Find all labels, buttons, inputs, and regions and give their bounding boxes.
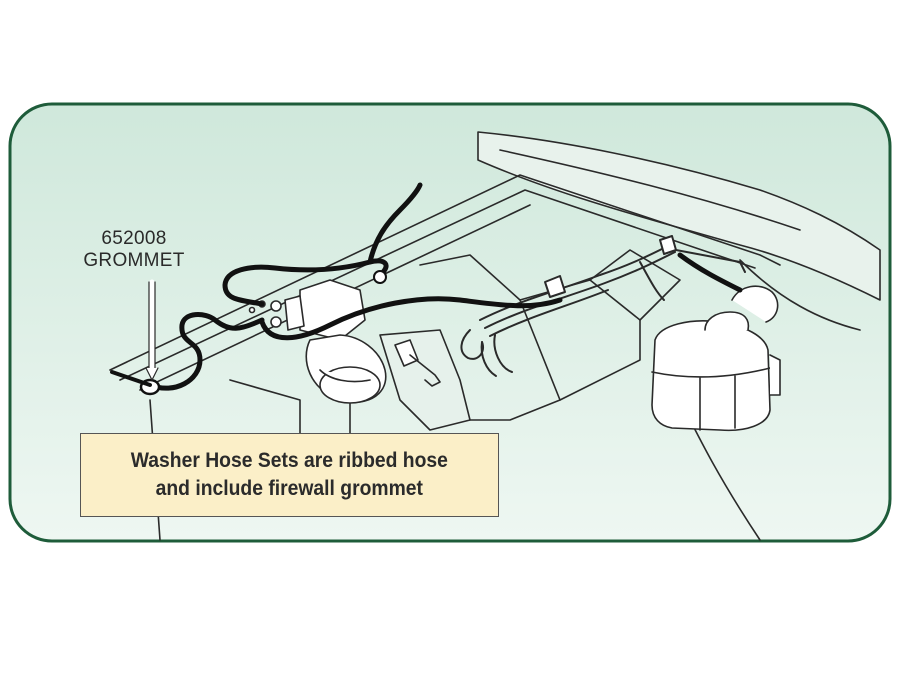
note-line-2: and include firewall grommet [155, 477, 424, 500]
booster-rod [409, 354, 441, 387]
washer-hoses [147, 182, 743, 391]
note-box: Washer Hose Sets are ribbed hose and inc… [80, 433, 499, 517]
firewall-right [589, 249, 681, 321]
grommet [110, 370, 161, 396]
note-line-1: Washer Hose Sets are ribbed hose [130, 449, 449, 472]
booster-stud [394, 339, 419, 367]
hose-up-to-cowl [367, 182, 423, 265]
grommet-part-number: 652008 [101, 228, 167, 249]
grommet-part-name: GROMMET [83, 250, 185, 271]
hose-reservoir-end [677, 252, 743, 293]
cowl-rail-inner [119, 189, 756, 381]
heater-box [419, 254, 561, 421]
hood-edge [477, 131, 881, 301]
hose-to-grommet [147, 312, 265, 391]
inner-fender-top [739, 259, 861, 331]
hose-upper-loop [222, 258, 389, 307]
cowl-rail [109, 174, 781, 371]
hose-ends [373, 270, 387, 284]
pump-fittings [248, 300, 282, 328]
hose-to-reservoir [259, 296, 563, 341]
hood-crease [499, 149, 801, 231]
washer-pump [284, 279, 387, 404]
washer-reservoir [651, 285, 781, 432]
callout-arrow-outline [145, 281, 159, 381]
grommet-callout-label: 652008 GROMMET [68, 228, 200, 272]
